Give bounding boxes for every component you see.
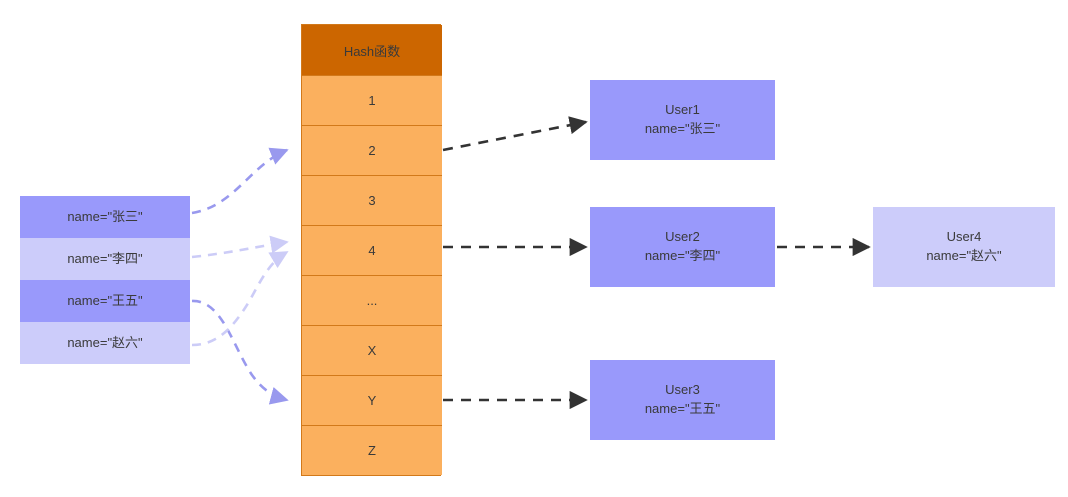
hash-cell-4[interactable]: 4 [302, 225, 442, 275]
hash-cell-label: Z [368, 443, 376, 458]
hash-cell-label: 3 [368, 193, 376, 208]
edge-lisi-to-bucket-4 [191, 235, 289, 259]
hash-cell-z[interactable]: Z [302, 425, 442, 475]
user-box-user1[interactable]: User1 name="张三" [590, 80, 775, 160]
edge-zhangsan-to-bucket-2 [191, 147, 289, 215]
user-name: User3 [665, 382, 700, 398]
record-label: name="王五" [67, 292, 143, 308]
edge-zhaoliu-to-bucket-4 [191, 250, 289, 347]
record-label: name="张三" [67, 208, 143, 224]
hash-cell-ellipsis[interactable]: ... [302, 275, 442, 325]
hash-cell-2[interactable]: 2 [302, 125, 442, 175]
user-name: User1 [665, 102, 700, 118]
hash-cell-label: 4 [368, 243, 376, 258]
record-box-2[interactable]: name="李四" [20, 238, 190, 280]
user-box-user4[interactable]: User4 name="赵六" [873, 207, 1055, 287]
record-box-4[interactable]: name="赵六" [20, 322, 190, 364]
user-box-user3[interactable]: User3 name="王五" [590, 360, 775, 440]
user-box-user2[interactable]: User2 name="李四" [590, 207, 775, 287]
record-label: name="赵六" [67, 334, 143, 350]
user-attr: name="李四" [644, 248, 721, 263]
hash-cell-label: Y [367, 393, 377, 408]
hash-table-header: Hash函数 [302, 25, 442, 75]
user-name: User2 [665, 229, 700, 245]
user-attr: name="张三" [644, 121, 721, 136]
record-box-1[interactable]: name="张三" [20, 196, 190, 238]
edge-wangwu-to-bucket-y [191, 299, 289, 405]
user-attr: name="赵六" [926, 248, 1002, 263]
hash-cell-x[interactable]: X [302, 325, 442, 375]
record-box-3[interactable]: name="王五" [20, 280, 190, 322]
hash-cell-3[interactable]: 3 [302, 175, 442, 225]
hash-cell-1[interactable]: 1 [302, 75, 442, 125]
user-name: User4 [946, 229, 982, 245]
edge-bucket-2-to-user1 [442, 116, 588, 152]
hash-cell-label: X [367, 343, 377, 358]
hash-cell-label: ... [366, 293, 378, 308]
hash-cell-label: 2 [368, 143, 376, 158]
hash-cell-label: 1 [368, 93, 376, 108]
user-attr: name="王五" [644, 401, 721, 416]
hash-header-label: Hash函数 [343, 43, 401, 59]
record-label: name="李四" [67, 250, 143, 266]
hash-cell-y[interactable]: Y [302, 375, 442, 425]
hash-table: Hash函数 1 2 3 4 ... X Y Z [301, 24, 442, 476]
